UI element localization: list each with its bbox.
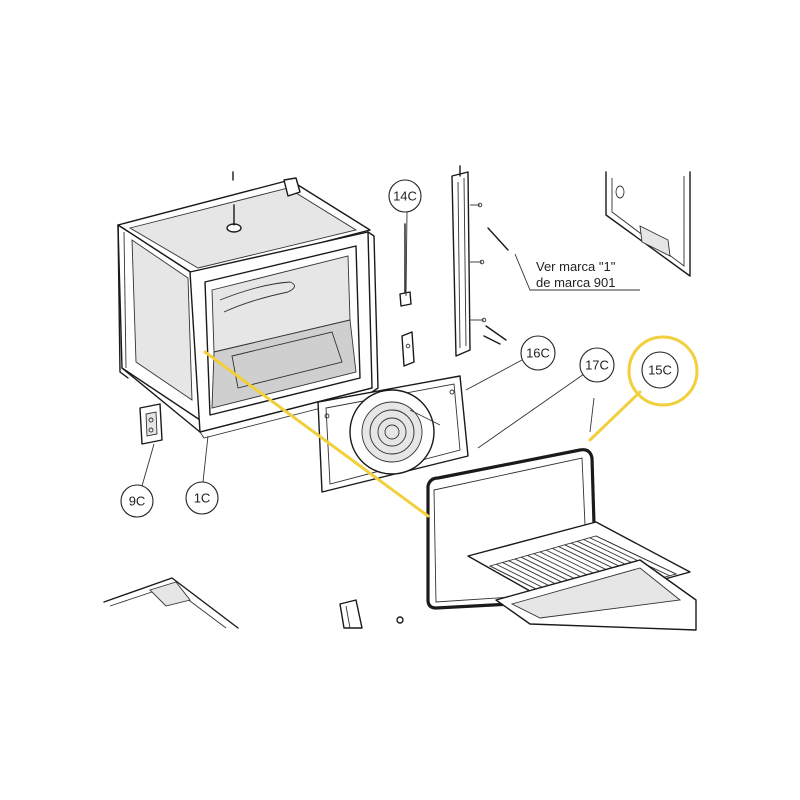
leader-14c — [405, 211, 408, 297]
callout-9c-label: 9C — [129, 494, 146, 509]
reference-note: Ver marca "1" de marca 901 — [536, 259, 616, 290]
callout-14c-label: 14C — [393, 189, 417, 204]
side-rail — [451, 165, 509, 357]
highlight-line-right — [588, 390, 642, 442]
oven-cavity — [117, 171, 379, 439]
bottom-left-fragment — [103, 577, 239, 629]
callout-16c: 16C — [520, 335, 556, 371]
callout-15c-label: 15C — [648, 363, 672, 378]
callout-17c-label: 17C — [585, 358, 609, 373]
rack-wire — [589, 537, 670, 577]
bracket-9c — [139, 403, 163, 445]
highlight-line-left — [203, 350, 430, 518]
leader-17c — [477, 373, 585, 449]
callout-16c-label: 16C — [526, 346, 550, 361]
rear-panel-fragment — [605, 171, 691, 277]
note-line-1: Ver marca "1" — [536, 259, 616, 274]
callout-14c: 14C — [388, 179, 422, 213]
callout-1c: 1C — [185, 481, 219, 515]
rack-wire — [595, 535, 677, 575]
leader-9c — [141, 443, 155, 487]
side-bracket — [401, 331, 415, 367]
callout-15c: 15C — [641, 351, 679, 389]
leader-1c — [202, 435, 209, 483]
callout-17c: 17C — [579, 347, 615, 383]
callout-1c-label: 1C — [194, 491, 211, 506]
leader-16c — [465, 359, 523, 391]
callout-9c: 9C — [120, 484, 154, 518]
highlight-circle-15c — [627, 335, 699, 407]
oven-rack — [467, 521, 697, 631]
highlight-overlay — [203, 335, 699, 518]
clip-14c — [399, 223, 412, 307]
leader-15c — [589, 397, 595, 433]
note-line-2: de marca 901 — [536, 275, 616, 290]
bottom-center-fragment — [339, 599, 404, 629]
leader-lines — [141, 211, 640, 487]
leader-note — [514, 253, 640, 291]
